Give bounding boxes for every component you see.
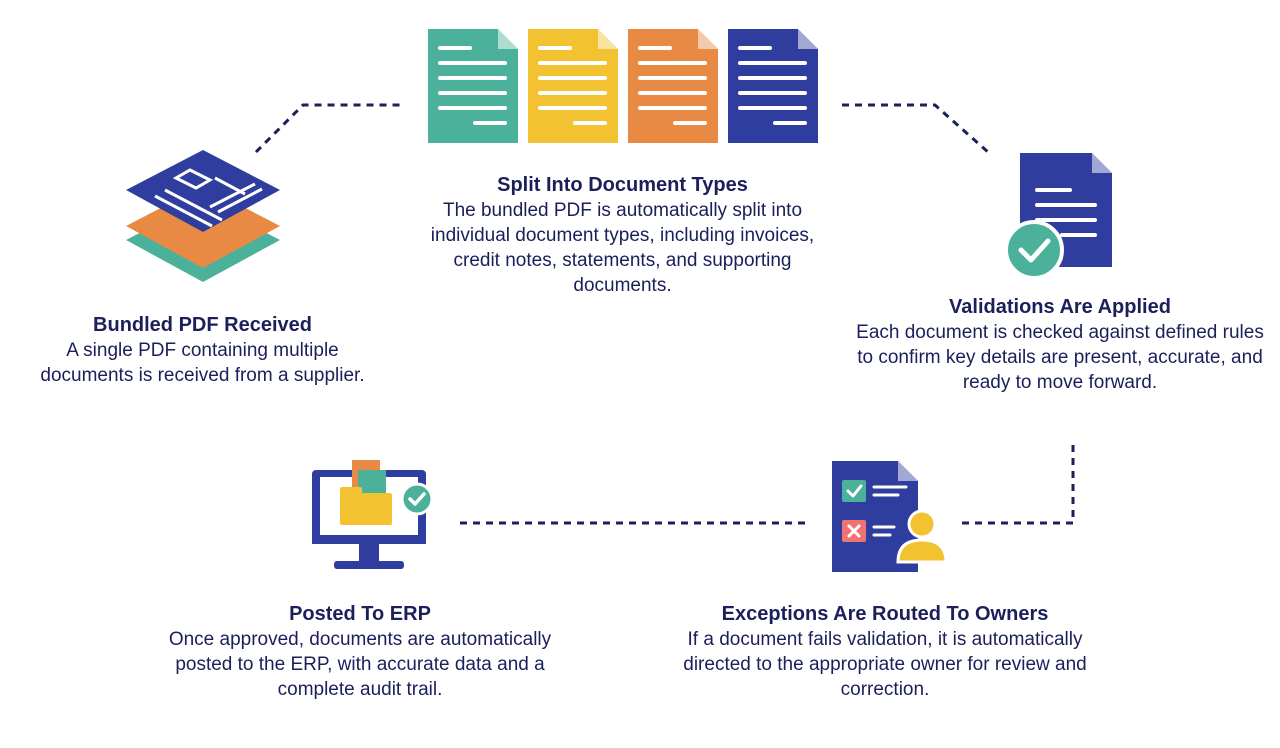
teal-document-icon [428,29,518,143]
step-description: A single PDF containing multiple documen… [40,340,365,386]
step-title: Split Into Document Types [497,174,748,196]
navy-document-icon [728,29,818,143]
step-description: Once approved, documents are automatical… [168,629,552,700]
step-exceptions-routed-to-owners: Exceptions Are Routed To Owners If a doc… [675,601,1095,702]
document-check-icon [1004,153,1112,280]
step-description: If a document fails validation, it is au… [683,629,1087,700]
step-validations-are-applied: Validations Are Applied Each document is… [855,294,1265,395]
step-title: Exceptions Are Routed To Owners [721,603,1049,625]
yellow-document-icon [528,29,618,143]
connector-split-to-validate [842,103,989,154]
step-description: The bundled PDF is automatically split i… [430,200,815,296]
connector-bundled-to-split [254,103,400,154]
step-title: Posted To ERP [289,603,431,625]
connector-validate-to-exceptions [960,445,1075,525]
step-description: Each document is checked against defined… [856,322,1264,393]
step-title: Validations Are Applied [949,296,1171,318]
step-bundled-pdf-received: Bundled PDF Received A single PDF contai… [30,312,375,388]
step-posted-to-erp: Posted To ERP Once approved, documents a… [160,601,560,702]
stacked-documents-icon [126,150,280,282]
monitor-folder-check-icon [312,460,434,569]
orange-document-icon [628,29,718,143]
step-title: Bundled PDF Received [93,314,312,336]
four-colored-documents-icon [428,29,818,143]
step-split-into-document-types: Split Into Document Types The bundled PD… [425,172,820,298]
checklist-user-icon [832,461,948,572]
